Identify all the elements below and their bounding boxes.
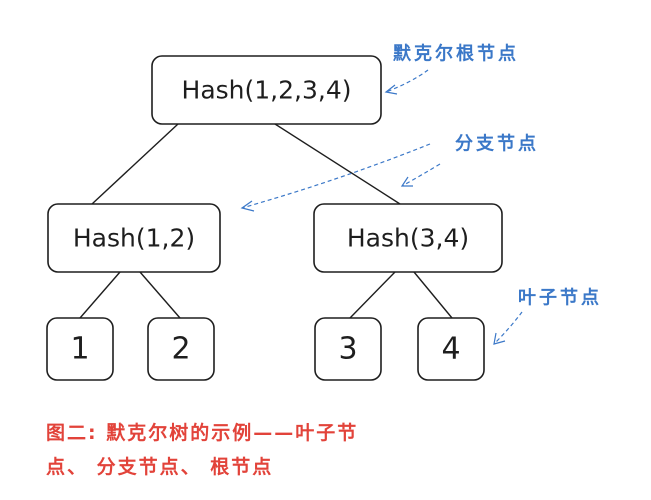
annotation-branch-arrow-left [241,143,431,209]
leaf-node-1-label: 1 [70,332,89,367]
annotation-leaf-arrow [493,311,523,345]
root-node-label: Hash(1,2,3,4) [182,76,352,105]
annotation-root-arrowhead [384,84,398,95]
leaf-node-2: 2 [147,317,215,381]
leaf-node-4-label: 4 [441,332,460,367]
annotation-root-label: 默克尔根节点 [393,43,519,65]
figure-caption-line-2: 点、 分支节点、 根节点 [46,456,274,478]
edge-root-to-right-branch [274,123,401,205]
annotation-branch-arrowhead-left [240,200,255,212]
branch-node-right: Hash(3,4) [313,203,503,273]
leaf-node-1: 1 [46,317,114,381]
annotation-leaf-arrowhead [493,332,506,345]
leaf-node-2-label: 2 [171,332,190,367]
branch-node-left: Hash(1,2) [47,203,221,273]
annotation-root-arrow [385,69,429,93]
edge-right-branch-to-leaf-3 [349,271,396,319]
branch-node-left-label: Hash(1,2) [73,224,195,253]
leaf-node-3-label: 3 [338,332,357,367]
edge-left-branch-to-leaf-1 [79,271,121,319]
edge-right-branch-to-leaf-4 [413,271,453,319]
branch-node-right-label: Hash(3,4) [347,224,469,253]
annotation-branch: 分支节点 [240,133,539,212]
figure-caption: 图二: 默克尔树的示例——叶子节 点、 分支节点、 根节点 [46,416,486,484]
leaf-node-3: 3 [314,317,382,381]
edge-left-branch-to-leaf-2 [139,271,181,319]
annotation-leaf-label: 叶子节点 [518,287,602,309]
root-node: Hash(1,2,3,4) [151,55,382,125]
leaf-node-4: 4 [417,317,485,381]
annotation-branch-arrowhead-right [400,176,413,187]
figure-caption-line-1: 图二: 默克尔树的示例——叶子节 [46,422,359,444]
edge-root-to-left-branch [91,123,179,205]
annotation-leaf: 叶子节点 [493,287,602,345]
annotation-branch-arrow-right [401,163,441,187]
annotation-branch-label: 分支节点 [455,133,539,155]
annotation-root: 默克尔根节点 [384,43,519,95]
